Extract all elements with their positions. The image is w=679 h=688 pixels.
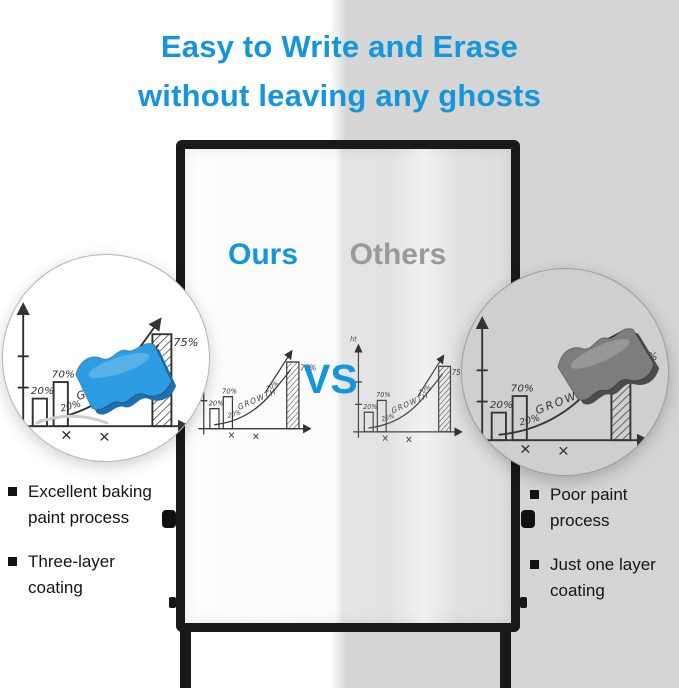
feature-list-ours: Excellent baking paint process Three-lay… [8,479,188,619]
headline-line2: without leaving any ghosts [137,78,542,113]
feature-text: Three-layer coating [28,552,115,597]
list-item: Excellent baking paint process [8,479,188,531]
vs-label: VS [303,356,358,402]
feature-text: Just one layer coating [550,555,656,600]
stand-leg-right [500,626,511,688]
erase-smudge [35,414,109,425]
screw-left [169,597,176,608]
others-label: Others [349,238,447,271]
bullet-square-icon [530,490,539,499]
bullet-square-icon [8,487,17,496]
board-chart-sketch-right [349,327,467,445]
eraser-gray [557,328,660,405]
inset-chart-sketch-left [3,255,209,461]
feature-text: Poor paint process [550,485,628,530]
zoom-inset-ours [2,254,210,462]
list-item: Three-layer coating [8,549,188,601]
eraser-blue [75,342,177,415]
bullet-square-icon [530,560,539,569]
feature-list-others: Poor paint process Just one layer coatin… [530,482,675,622]
headline-line1: Easy to Write and Erase [160,29,519,64]
pivot-knob-left [162,510,176,528]
board-chart-sketch-left [194,322,316,442]
bullet-square-icon [8,557,17,566]
headline: Easy to Write and Erase without leaving … [0,22,679,120]
feature-text: Excellent baking paint process [28,482,152,527]
list-item: Poor paint process [530,482,675,534]
list-item: Just one layer coating [530,552,675,604]
pivot-knob-right [521,510,535,528]
stand-leg-left [180,626,191,688]
inset-chart-sketch-right [462,269,660,475]
zoom-inset-others [461,268,669,476]
ours-label: Ours [227,238,299,271]
screw-right [520,597,527,608]
